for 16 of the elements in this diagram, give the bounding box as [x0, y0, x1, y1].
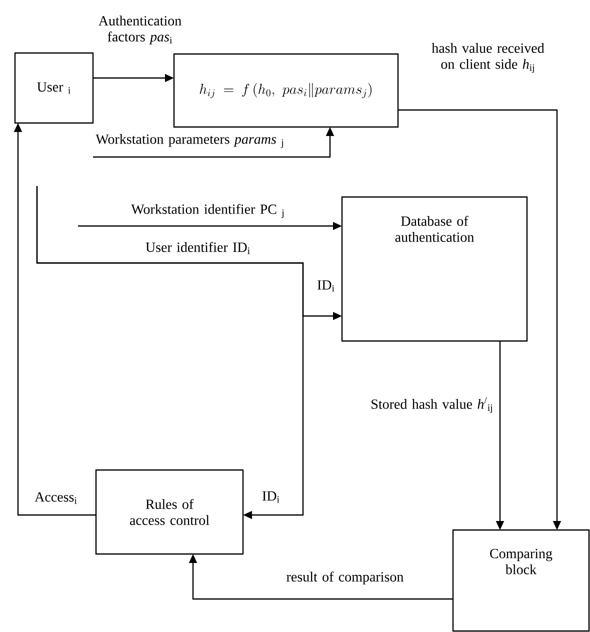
edge-label: Stored hash value h$^{/}$ij: [372, 397, 492, 413]
arrow: [36, 186, 304, 520]
process-box: $h_{ij}=f\left(h_0,\ pas_i \| params_j\right)$: [173, 53, 399, 128]
process-box: Comparing block: [452, 529, 590, 632]
process-box: Rules of access control: [95, 469, 244, 555]
line-label: User identifier ID$_{i}$: [146, 242, 250, 254]
edge-label: result of comparison: [286, 572, 404, 584]
edge-label: ID$_{i}$: [318, 280, 334, 292]
process-box: User $_{i}$: [14, 52, 94, 124]
edge-label: Workstation parameters params $_{j}$: [96, 134, 284, 148]
edge-label: ID$_{i}$: [262, 491, 280, 503]
edge-label: Access$_{i}$: [34, 492, 77, 504]
edge-label: hash value received on client side h$_{ij}$: [432, 43, 544, 73]
edge-label: Authentication factors pas$_{i}$: [98, 16, 182, 44]
process-box: Database of authentication: [341, 196, 528, 342]
edge-label: Workstation identifier PC $_{j}$: [131, 204, 284, 218]
